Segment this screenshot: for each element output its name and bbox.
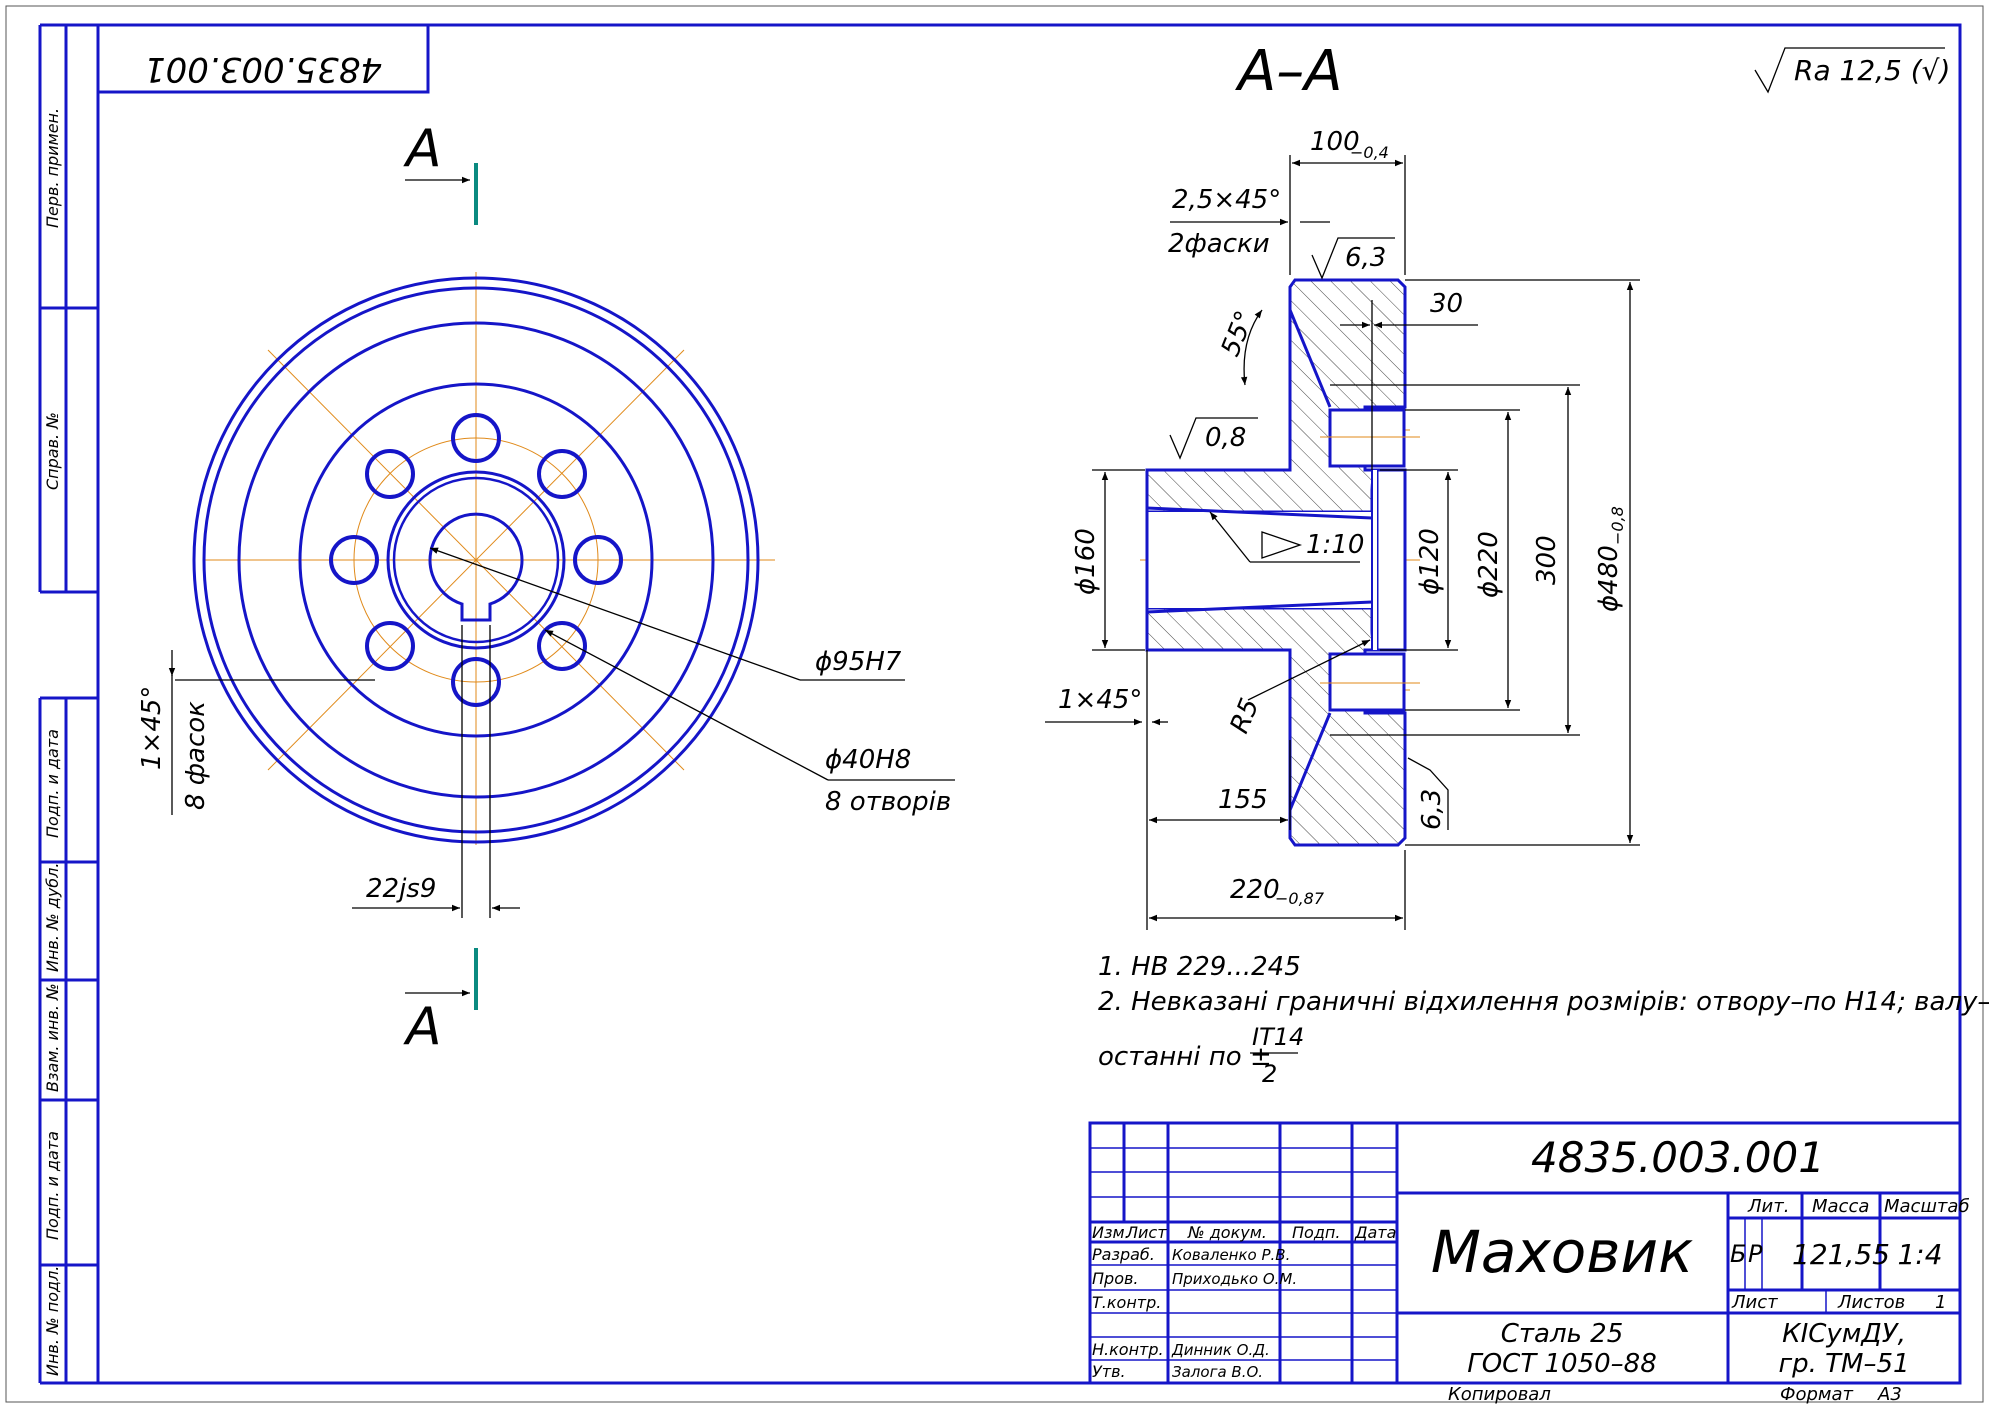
tb-material-2: ГОСТ 1050–88 — [1467, 1349, 1657, 1379]
tb-razrab: Разраб. — [1092, 1245, 1155, 1264]
dim-chamfer-top-note: 2фаски — [1168, 229, 1270, 259]
dim-chamfer: 1×45° — [137, 686, 167, 770]
tb-massa: Масса — [1812, 1196, 1869, 1217]
tb-nkontr-name: Динник О.Д. — [1171, 1341, 1270, 1359]
title-block: 4835.003.001 Маховик Сталь 25 ГОСТ 1050–… — [1088, 1121, 1970, 1405]
dim-rough-bottom: 6,3 — [1417, 789, 1447, 830]
rim-chamfer-circle — [202, 286, 750, 834]
dim-len220: 220 — [1230, 875, 1280, 905]
section-title: A–A — [1235, 39, 1343, 104]
tb-prov-name: Приходько О.М. — [1172, 1270, 1297, 1288]
tb-tkontr: Т.контр. — [1092, 1293, 1161, 1312]
tb-hdr-data: Дата — [1354, 1223, 1396, 1242]
tb-doc-number: 4835.003.001 — [1531, 1133, 1825, 1182]
tb-material-1: Сталь 25 — [1501, 1319, 1624, 1349]
tb-hdr-list: Лист — [1125, 1223, 1167, 1242]
tb-lit-r: Р — [1748, 1240, 1763, 1268]
note-3-prefix: останні по ± — [1098, 1042, 1272, 1072]
bore-keyway — [428, 512, 524, 622]
dim-radius: R5 — [1225, 694, 1266, 737]
bolt-holes — [329, 413, 623, 707]
dim-taper: 1:10 — [1306, 530, 1364, 560]
dim-chamfer-bottom: 1×45° — [1058, 685, 1142, 715]
tb-mass-value: 121,55 — [1792, 1238, 1890, 1271]
label-perv-primen: Перв. примен. — [43, 108, 62, 228]
dim-chamfer-top: 2,5×45° — [1172, 185, 1281, 215]
dim-len155: 155 — [1218, 785, 1268, 815]
section-letter-top: A — [403, 119, 442, 179]
tb-org-2: гр. ТМ–51 — [1778, 1349, 1909, 1379]
dim-width-top-tol: −0,4 — [1350, 143, 1389, 162]
dim-holes-count: 8 отворів — [825, 787, 951, 817]
front-centerlines — [205, 272, 775, 845]
dim-angle: 55° — [1216, 307, 1261, 361]
tb-razrab-name: Коваленко Р.В. — [1172, 1246, 1290, 1264]
dim-d120: ϕ120 — [1415, 528, 1445, 595]
dim-d480: ϕ480 — [1594, 545, 1624, 612]
label-vzam-inv: Взам. инв. № — [43, 983, 62, 1092]
tb-utv-name: Залога В.О. — [1172, 1363, 1263, 1381]
section-bottom-half — [1145, 606, 1407, 847]
svg-text:Ra 12,5 (√): Ra 12,5 (√) — [1794, 54, 1950, 87]
front-view: A A ϕ95H7 ϕ40H8 8 отворів 22js9 1×45° 8 … — [137, 119, 955, 1057]
tb-hdr-izm: Изм. — [1092, 1223, 1130, 1242]
tb-org-1: КІСумДУ, — [1782, 1319, 1906, 1349]
rim-inner-circle — [237, 321, 715, 799]
roughness-general: Ra 12,5 (√) — [1754, 47, 1950, 94]
dim-d300: 300 — [1532, 535, 1562, 585]
label-inv-dubl: Инв. № дубл. — [43, 863, 62, 972]
tb-format-value: А3 — [1877, 1384, 1902, 1405]
dim-rough-bore: 0,8 — [1205, 423, 1246, 453]
hub-chamfer-circle — [392, 476, 560, 644]
section-letter-bottom: A — [403, 997, 442, 1057]
side-strip-labels: Перв. примен. Справ. № Подп. и дата Инв.… — [43, 108, 62, 1376]
drawing-frame — [38, 23, 1962, 1385]
tb-lit-b: Б — [1730, 1240, 1746, 1268]
rim-outer-circle — [192, 276, 760, 844]
tb-utv: Утв. — [1092, 1362, 1126, 1381]
technical-notes: 1. HB 229...245 2. Невказані граничні ві… — [1098, 952, 1989, 1088]
tb-masshtab: Масштаб — [1884, 1196, 1970, 1217]
tb-listov: Листов — [1837, 1292, 1905, 1313]
label-inv-podl: Инв. № подл. — [43, 1266, 62, 1376]
section-view — [1140, 278, 1420, 847]
hub-outer-circle — [386, 470, 566, 650]
dim-width-top: 100 — [1310, 127, 1360, 157]
dim-key: 22js9 — [366, 874, 436, 904]
tb-listov-value: 1 — [1935, 1292, 1946, 1313]
tb-prov: Пров. — [1092, 1269, 1139, 1288]
dim-d220: ϕ220 — [1474, 531, 1504, 598]
note-1: 1. HB 229...245 — [1098, 952, 1301, 982]
trim-border — [5, 5, 1984, 1403]
tb-part-name: Маховик — [1431, 1218, 1693, 1286]
tb-scale-value: 1:4 — [1897, 1238, 1942, 1271]
dim-len220-tol: −0,87 — [1275, 889, 1325, 908]
label-podp-data-1: Подп. и дата — [43, 729, 62, 838]
dim-d480-tol: −0,8 — [1608, 506, 1627, 545]
tb-lit: Лит. — [1747, 1196, 1789, 1217]
disk-outer-circle — [298, 382, 654, 738]
bore-taper — [1146, 506, 1373, 614]
tb-format: Формат — [1780, 1384, 1854, 1405]
dim-rough-top: 6,3 — [1345, 243, 1386, 273]
tb-kopiroval: Копировал — [1448, 1384, 1551, 1405]
section-dimensions: 100 −0,4 2,5×45° 2фаски 6,3 55° 30 0,8 ϕ… — [1045, 127, 1640, 930]
dim-chamfer-count: 8 фасок — [181, 701, 211, 810]
tb-nkontr: Н.контр. — [1092, 1340, 1164, 1359]
label-sprav-no: Справ. № — [43, 412, 62, 490]
label-podp-data-2: Подп. и дата — [43, 1131, 62, 1240]
tb-list: Лист — [1731, 1292, 1778, 1313]
dim-thirty: 30 — [1430, 289, 1463, 319]
doc-number-rotated: 4835.003.001 — [144, 49, 382, 89]
dim-holes: ϕ40H8 — [825, 745, 911, 775]
tb-hdr-podp: Подп. — [1292, 1223, 1340, 1242]
note-2: 2. Невказані граничні відхилення розмірі… — [1098, 987, 1989, 1017]
dim-d160: ϕ160 — [1071, 528, 1101, 595]
note-fraction-denominator: 2 — [1262, 1060, 1277, 1088]
tb-hdr-doc: № докум. — [1187, 1223, 1267, 1242]
dim-bore: ϕ95H7 — [815, 647, 902, 677]
section-top-half — [1145, 278, 1407, 514]
note-fraction-numerator: IT14 — [1252, 1023, 1304, 1051]
